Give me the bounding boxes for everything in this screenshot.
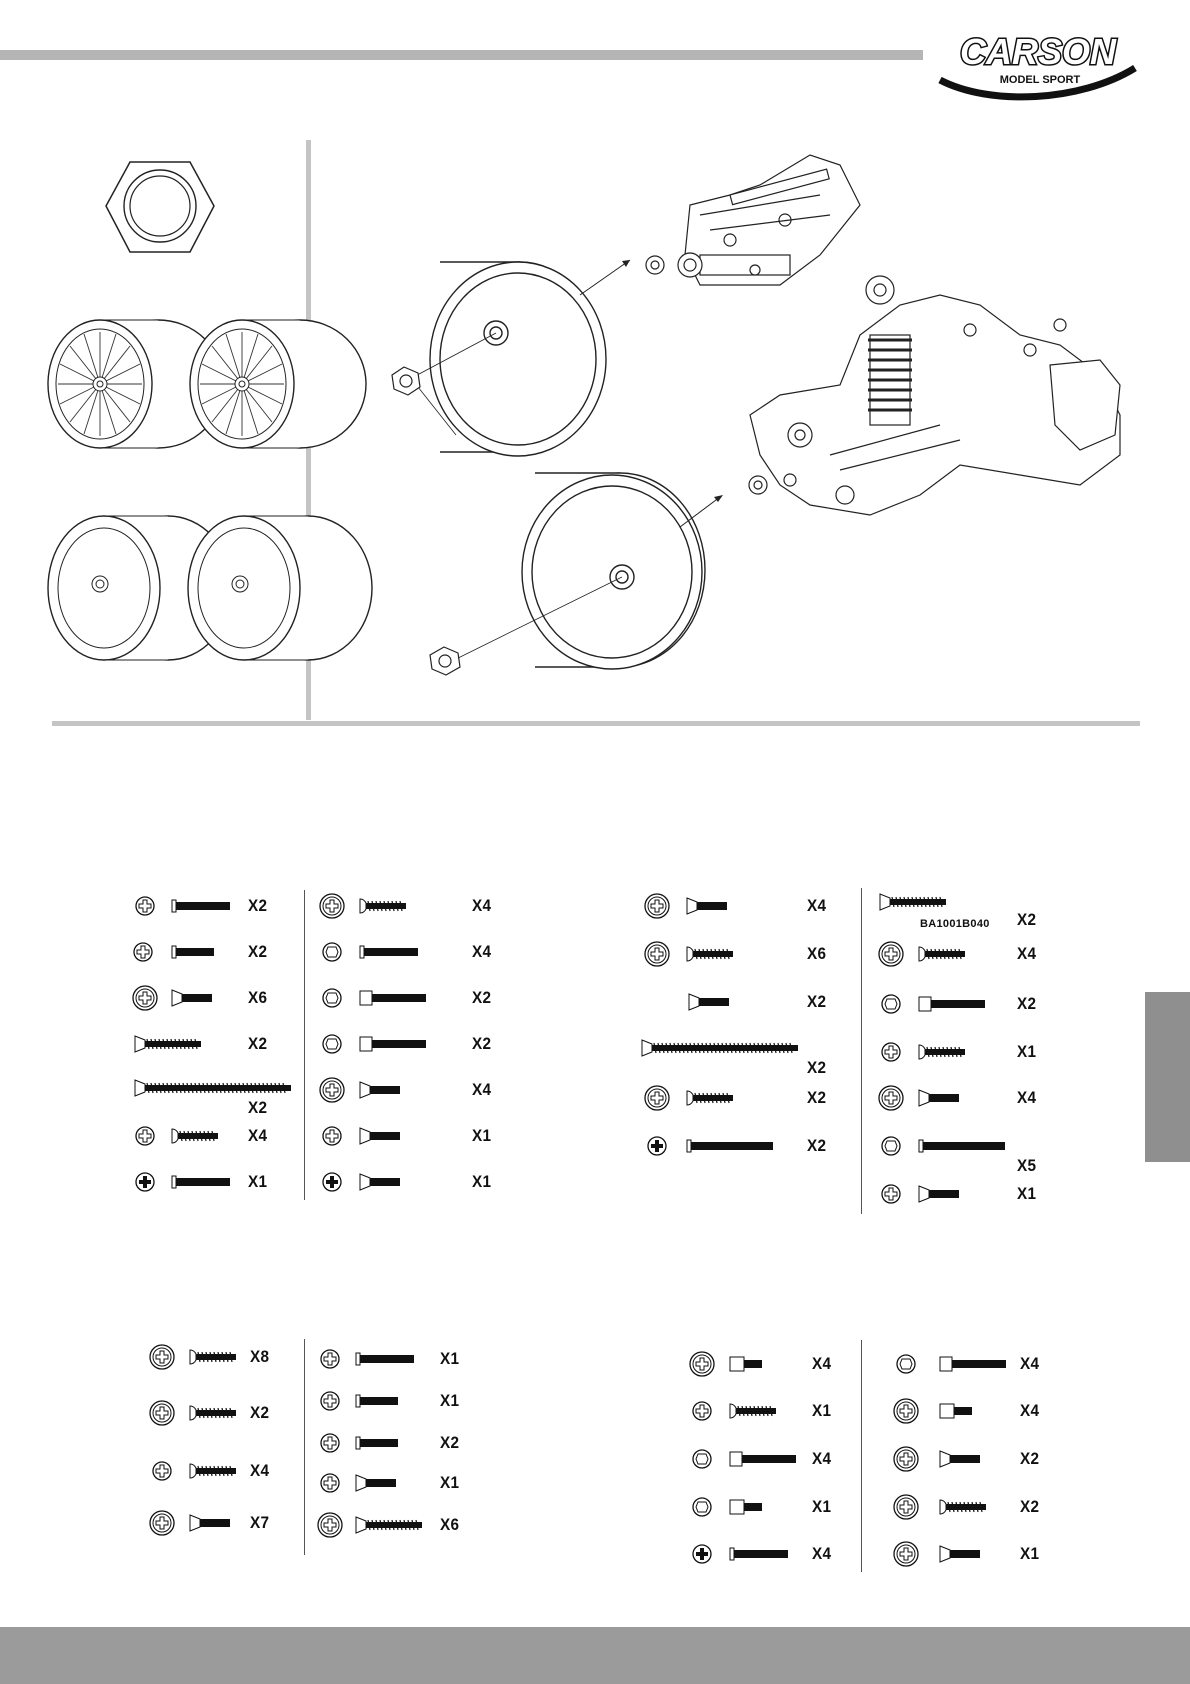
qty-label: X7 [250,1513,269,1533]
qty-label: X4 [472,1080,491,1100]
qty-label: X1 [1017,1184,1036,1204]
qty-label: X8 [250,1347,269,1367]
qty-label: X4 [812,1544,831,1564]
qty-label: X2 [1020,1449,1039,1469]
side-tab [1145,992,1190,1162]
part-code: BA1001B040 [920,918,990,930]
group3-hardware-icons [140,1335,480,1555]
qty-label: X4 [472,896,491,916]
qty-label: X1 [1020,1544,1039,1564]
lower-nut [430,647,460,675]
qty-label: X2 [807,992,826,1012]
brand-tagline: MODEL SPORT [1000,74,1081,86]
qty-label: X6 [248,988,267,1008]
qty-label: X4 [1017,1088,1036,1108]
carson-logo: CARSON CARSON MODEL SPORT [930,28,1145,100]
qty-label: X4 [248,1126,267,1146]
group1-hardware-icons [120,880,500,1200]
parts-group-4: X4 X1 X4 X1 X4 X4 X4 X2 X2 X1 [680,1340,1050,1580]
parts-group-1: X2 X2 X6 X2 X2 X4 X1 X4 X4 X2 X2 X4 X1 X… [120,880,500,1200]
qty-label: X1 [472,1126,491,1146]
qty-label: X6 [807,944,826,964]
svg-text:CARSON: CARSON [960,31,1117,72]
parts-group-3: X8 X2 X4 X7 X1 X1 X2 X1 X6 [140,1335,480,1555]
qty-label: X4 [812,1449,831,1469]
footer-bar [0,1627,1190,1684]
solid-wheels-illustration [48,514,328,664]
qty-label: X2 [1020,1497,1039,1517]
qty-label: X2 [248,942,267,962]
qty-label: X2 [250,1403,269,1423]
qty-label: X1 [812,1401,831,1421]
upper-nut [392,367,420,395]
wheel-section-rule [52,721,1140,726]
qty-label: X2 [807,1136,826,1156]
parts-group-2: BA1001B040 X4 X6 X2 X2 X2 X2 X2 X4 X2 X1… [635,880,1045,1210]
spoked-wheel-right [190,320,366,448]
qty-label: X4 [250,1461,269,1481]
qty-label: X1 [812,1497,831,1517]
wheel-nut-illustration [100,158,220,258]
qty-label: X1 [472,1172,491,1192]
qty-label: X4 [1020,1354,1039,1374]
qty-label: X2 [1017,910,1036,930]
qty-label: X2 [440,1433,459,1453]
header-rule [0,50,923,60]
qty-label: X5 [1017,1156,1036,1176]
qty-label: X1 [440,1349,459,1369]
qty-label: X2 [807,1058,826,1078]
qty-label: X4 [807,896,826,916]
qty-label: X4 [1020,1401,1039,1421]
qty-label: X2 [248,1034,267,1054]
qty-label: X2 [472,988,491,1008]
rear-suspension-assembly [749,276,1120,515]
lower-wheel [522,473,705,669]
upper-wheel-face [430,262,606,456]
solid-wheel-right [188,516,372,660]
qty-label: X4 [1017,944,1036,964]
qty-label: X1 [440,1391,459,1411]
qty-label: X1 [1017,1042,1036,1062]
front-suspension-assembly [646,155,860,285]
group4-hardware-icons [680,1340,1050,1580]
qty-label: X2 [248,896,267,916]
qty-label: X4 [472,942,491,962]
wheel-assembly-diagram [400,135,1150,695]
qty-label: X2 [1017,994,1036,1014]
qty-label: X2 [472,1034,491,1054]
qty-label: X1 [440,1473,459,1493]
qty-label: X2 [807,1088,826,1108]
spoked-wheels-illustration [48,318,328,452]
qty-label: X4 [812,1354,831,1374]
qty-label: X1 [248,1172,267,1192]
upper-arrow [580,260,630,295]
qty-label: X2 [248,1098,267,1118]
qty-label: X6 [440,1515,459,1535]
